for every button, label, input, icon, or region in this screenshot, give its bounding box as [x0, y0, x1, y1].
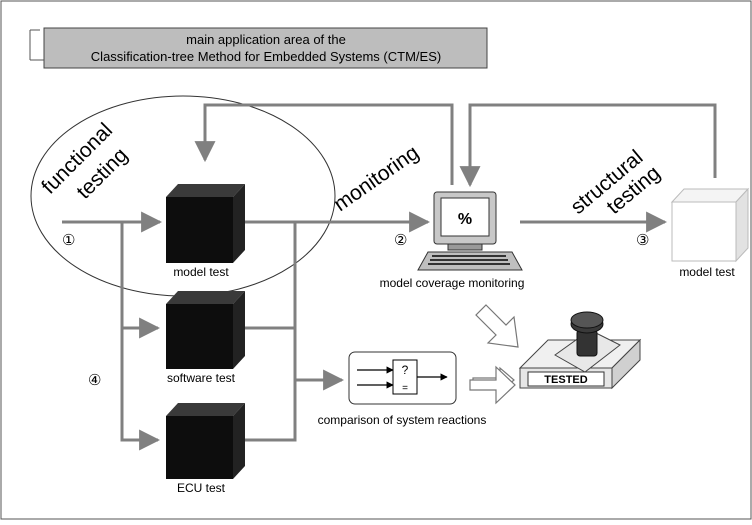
step-1-marker: ① — [62, 232, 75, 249]
monitor-screen-text: % — [458, 211, 472, 228]
ecu-test-cube-icon — [166, 403, 245, 479]
comparator-question: ? — [402, 363, 409, 377]
step-2-marker: ② — [394, 232, 407, 249]
header-box: main application area of the Classificat… — [29, 27, 488, 69]
tested-stamp-text: TESTED — [544, 374, 587, 386]
comparator-equals: = — [402, 383, 408, 394]
software-test-cube-icon — [166, 291, 245, 369]
header-line-1: main application area of the — [186, 32, 346, 47]
hollow-arrow-icon — [469, 365, 516, 405]
white-cube-icon — [670, 187, 750, 263]
model-coverage-monitoring-label: model coverage monitoring — [380, 276, 525, 290]
model-test-right-label: model test — [679, 265, 735, 279]
software-test-label: software test — [167, 371, 236, 385]
hollow-arrow-diagonal-icon — [475, 304, 519, 348]
model-test-cube-icon — [166, 184, 245, 263]
flow-lines — [62, 211, 668, 451]
computer-monitor-icon: % — [417, 191, 523, 271]
model-test-label: model test — [173, 265, 229, 279]
stamp-icon: TESTED — [518, 311, 642, 390]
step-3-marker: ③ — [636, 232, 649, 249]
ecu-test-label: ECU test — [177, 481, 226, 495]
comparator-icon: ? = — [348, 351, 457, 405]
header-line-2: Classification-tree Method for Embedded … — [91, 49, 441, 64]
step-4-marker: ④ — [88, 372, 101, 389]
feedback-loops — [194, 103, 717, 188]
comparison-label: comparison of system reactions — [318, 413, 487, 427]
